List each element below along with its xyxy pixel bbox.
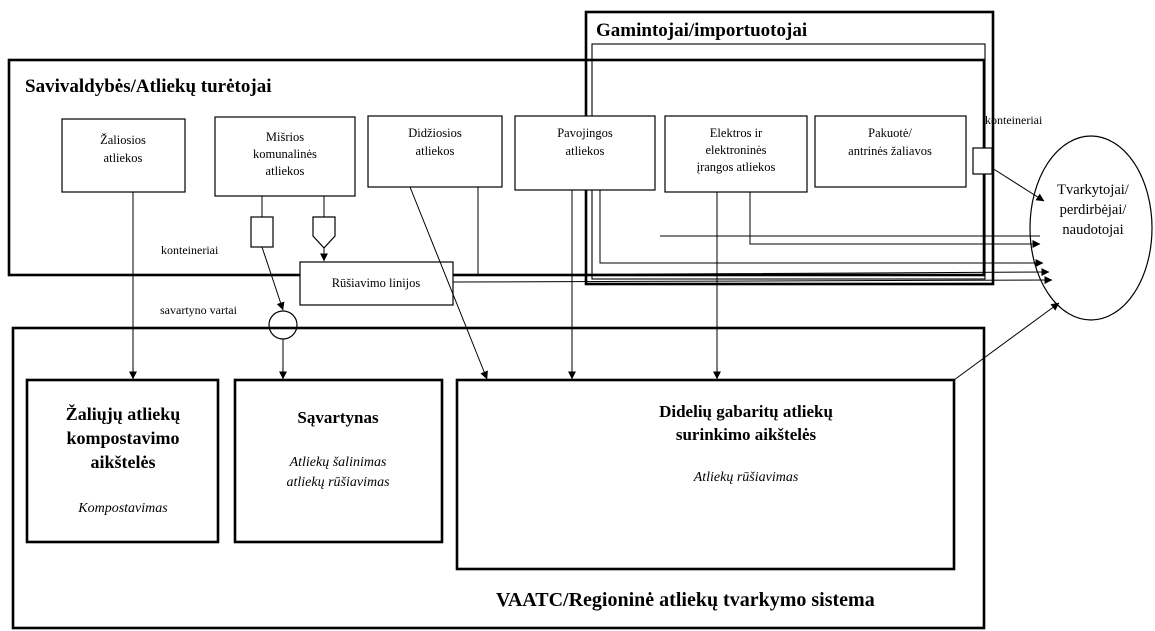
- container-mixed: konteineriai: [161, 196, 336, 257]
- composting-facility: Žaliųjų atliekų kompostavimo aikštelės Kom…: [25, 378, 220, 544]
- waste-type-bulky-line: atliekos: [416, 144, 455, 158]
- containers-right-label: konteineriai: [985, 113, 1043, 127]
- svg-text:Pakuotė/antrinės žaliavos: Pakuotė/antrinės žaliavos: [848, 126, 932, 158]
- bulky-sites-title-line: Didelių gabaritų atliekų: [659, 402, 833, 421]
- composting-title-line: Žaliųjų atliekų: [66, 403, 181, 424]
- flow-arrows: [129, 167, 1060, 381]
- bulky-sites-activity: Atliekų rūšiavimas: [693, 470, 799, 485]
- waste-type-weee: Elektros ir elektroninės įrangos atliekos: [664, 115, 808, 193]
- svg-text:Tvarkytojai/perdirbėjai/naudot: Tvarkytojai/perdirbėjai/naudotojai: [1057, 182, 1130, 238]
- container-right: konteineriai: [972, 113, 1043, 175]
- landfill-activity-line: Atliekų šalinimas: [289, 455, 387, 470]
- landfill-activity-line: atliekų rūšiavimas: [286, 475, 390, 490]
- waste-type-weee-line: įrangos atliekos: [697, 160, 776, 174]
- waste-type-green: Žaliosios atliekos: [61, 118, 186, 193]
- waste-type-packaging-line: antrinės žaliavos: [848, 144, 932, 158]
- producers-title: Gamintojai/importuotojai: [596, 20, 807, 41]
- waste-type-packaging: Pakuotė/antrinės žaliavos: [814, 115, 967, 188]
- arrow-bulky-to-handlers: [477, 187, 1050, 277]
- waste-type-hazardous: Pavojingos atliekos: [514, 115, 656, 191]
- landfill-gate: savartyno vartai: [160, 303, 298, 340]
- landfill-gate-label: savartyno vartai: [160, 303, 238, 317]
- handlers-line: perdirbėjai/: [1060, 202, 1128, 218]
- waste-type-weee-line: elektroninės: [705, 143, 766, 157]
- waste-type-green-line: atliekos: [104, 151, 143, 165]
- regional-system: VAATC/Regioninė atliekų tvarkymo sistema: [11, 326, 986, 630]
- waste-type-green-line: Žaliosios: [100, 133, 146, 147]
- waste-type-bulky-line: Didžiosios: [408, 126, 462, 140]
- landfill-facility: Sąvartynas Atliekų šalinimas atliekų rūši…: [233, 378, 444, 544]
- waste-type-weee-line: Elektros ir: [710, 126, 763, 140]
- bulky-sites-facility: Didelių gabaritų atliekų surinkimo aikšte…: [455, 378, 956, 571]
- waste-type-packaging-line: Pakuotė/: [868, 126, 912, 140]
- arrow-bulky-to-sites: [409, 186, 488, 380]
- waste-type-mixed-line: komunalinės: [253, 147, 317, 161]
- composting-activity: Kompostavimas: [77, 501, 168, 516]
- arrow-container-to-gate: [261, 246, 285, 311]
- composting-title-line: kompostavimo: [66, 428, 179, 448]
- arrow-hazardous-to-handlers: [599, 190, 1044, 267]
- waste-type-hazardous-line: atliekos: [566, 144, 605, 158]
- waste-type-mixed: Mišrios komunalinės atliekos: [214, 116, 356, 197]
- waste-type-bulky: Didžiosios atliekos: [367, 115, 503, 188]
- arrow-sites-to-handlers: [953, 302, 1060, 381]
- waste-type-mixed-line: atliekos: [266, 164, 305, 178]
- arrow-weee-to-handlers: [749, 192, 1041, 248]
- arrow-packaging-to-handlers: [991, 167, 1045, 202]
- landfill-title: Sąvartynas: [297, 408, 379, 427]
- municipalities-title: Savivaldybės/Atliekų turėtojai: [25, 76, 271, 97]
- bulky-sites-title-line: surinkimo aikštelės: [676, 425, 817, 444]
- handlers-line: Tvarkytojai/: [1057, 182, 1130, 198]
- sorting-lines: Rūšiavimo linijos: [299, 261, 454, 306]
- waste-type-mixed-line: Mišrios: [266, 130, 304, 144]
- regional-title: VAATC/Regioninė atliekų tvarkymo sistema: [496, 589, 875, 611]
- sorting-lines-label: Rūšiavimo linijos: [332, 276, 421, 290]
- handlers-ellipse: Tvarkytojai/perdirbėjai/naudotojai: [1029, 135, 1153, 321]
- composting-title-line: aikštelės: [91, 452, 156, 472]
- handlers-line: naudotojai: [1062, 222, 1123, 238]
- arrow-sorting-to-handlers: [452, 276, 1053, 285]
- containers-left-label: konteineriai: [161, 243, 219, 257]
- waste-type-hazardous-line: Pavojingos: [557, 126, 613, 140]
